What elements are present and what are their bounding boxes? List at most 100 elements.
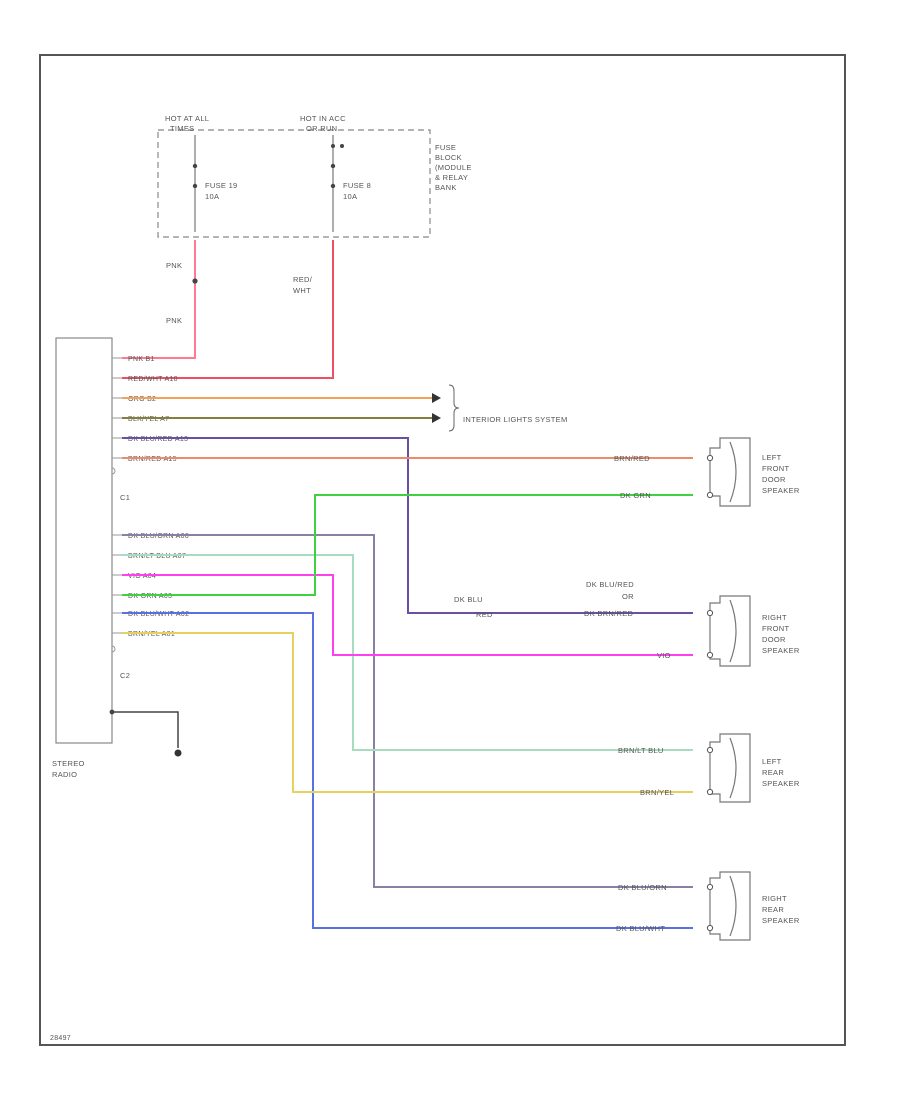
speaker-terminal-plus — [706, 883, 714, 891]
fuse-block-label-3: (MODULE — [435, 163, 472, 172]
speaker-name-line1: RIGHT — [762, 894, 787, 903]
connector-c1-label: C1 — [120, 493, 130, 502]
ground-junction — [109, 709, 115, 715]
speaker-terminal-minus — [706, 491, 714, 499]
fuse2-rating: 10A — [343, 192, 357, 201]
right-rear-speaker: RIGHT REAR SPEAKER — [706, 871, 800, 941]
radio-label-2: RADIO — [52, 770, 77, 779]
c1-pin-2-label: RED/WHT A10 — [128, 376, 178, 383]
fuse1-terminal-top — [192, 163, 198, 169]
c1-pin-3-label: ORG B2 — [128, 396, 156, 403]
c2-pin-4-label: DK GRN A03 — [128, 593, 172, 600]
fuse1-label: FUSE 19 — [205, 181, 238, 190]
hot-at-all-times-line1: HOT AT ALL — [165, 114, 209, 123]
wire-dk-grn — [122, 494, 693, 596]
fuse-block-label-2: BLOCK — [435, 153, 462, 162]
hot-in-acc-line1: HOT IN ACC — [300, 114, 346, 123]
fuse2-terminal-b — [340, 144, 344, 148]
speaker-cone-icon — [729, 737, 737, 799]
speaker-terminal-minus — [706, 651, 714, 659]
c1-pin-6-label: BRN/RED A15 — [128, 456, 177, 463]
c2-pin-3-label: VIO A04 — [128, 573, 156, 580]
rr-wire1-label: DK BLU/ORN — [618, 883, 667, 892]
ground-wire — [112, 711, 179, 748]
wire-pnk-feed — [122, 240, 196, 359]
connector-c2-label: C2 — [120, 671, 130, 680]
c2-connector-arc — [111, 645, 116, 653]
fuse1-terminal-bottom — [192, 183, 198, 189]
c1-connector-arc — [111, 467, 116, 475]
speaker-icon — [709, 437, 751, 507]
ground-icon — [174, 749, 182, 757]
fuse-block-outline — [157, 129, 431, 238]
fuse1-rating: 10A — [205, 192, 219, 201]
interior-lights-label: INTERIOR LIGHTS SYSTEM — [463, 415, 568, 424]
fuse2-label: FUSE 8 — [343, 181, 371, 190]
speaker-name-line1: LEFT — [762, 757, 782, 766]
wire-dk-blu-orn — [122, 534, 693, 888]
speaker-name-line2: REAR — [762, 768, 784, 777]
speaker-cone-icon — [729, 875, 737, 937]
wire-dk-blu-red — [122, 437, 693, 614]
fuse-block-label-5: BANK — [435, 183, 457, 192]
c1-pin-4-label: BLK/YEL A7 — [128, 416, 169, 423]
c2-pin-6-label: BRN/YEL A01 — [128, 631, 175, 638]
hot-in-acc-line2: OR RUN — [306, 124, 337, 133]
speaker-name-line2: FRONT — [762, 624, 789, 633]
lf-wire1-label: BRN/RED — [614, 454, 650, 463]
splice-right-label-1: DK BLU/RED — [586, 580, 634, 589]
red-wht-label-2: WHT — [293, 286, 311, 295]
fuse2-terminal-top — [330, 163, 336, 169]
hot-at-all-times-line2: TIMES — [170, 124, 194, 133]
speaker-name-line3: DOOR — [762, 475, 786, 484]
c2-pin-1-label: DK BLU/ORN A06 — [128, 533, 189, 540]
footer-code: 28497 — [50, 1035, 71, 1042]
rf-wire2-label: VIO — [657, 651, 671, 660]
speaker-name-line2: REAR — [762, 905, 784, 914]
wire-dk-blu-wht — [122, 612, 693, 929]
speaker-icon — [709, 733, 751, 803]
org-arrow-icon — [432, 393, 441, 403]
blk-yel-arrow-icon — [432, 413, 441, 423]
lf-wire2-label: DK GRN — [620, 491, 651, 500]
wire-vio — [122, 574, 693, 656]
splice-right-label-2: OR — [622, 592, 634, 601]
splice-left-label-1: DK BLU — [454, 595, 483, 604]
speaker-terminal-plus — [706, 746, 714, 754]
c1-pin-5-label: DK BLU/RED A13 — [128, 436, 188, 443]
fuse-block-label-1: FUSE — [435, 143, 456, 152]
lr-wire2-label: BRN/YEL — [640, 788, 674, 797]
stereo-radio-body — [55, 337, 113, 744]
speaker-name-line3: SPEAKER — [762, 779, 800, 788]
c2-pin-2-label: BRN/LT BLU A07 — [128, 553, 186, 560]
speaker-name-line1: LEFT — [762, 453, 782, 462]
red-wht-label-1: RED/ — [293, 275, 313, 284]
diagram-frame — [39, 54, 846, 1046]
radio-pin-stubs — [112, 357, 122, 634]
pnk-splice-dot — [192, 278, 198, 284]
wire-brn-lt-blu — [122, 554, 693, 751]
speaker-name-line4: SPEAKER — [762, 646, 800, 655]
speaker-name-line2: FRONT — [762, 464, 789, 473]
speaker-name-line1: RIGHT — [762, 613, 787, 622]
speaker-name-line3: DOOR — [762, 635, 786, 644]
speaker-terminal-minus — [706, 924, 714, 932]
speaker-terminal-plus — [706, 609, 714, 617]
speaker-name-line3: SPEAKER — [762, 916, 800, 925]
wire-red-wht-feed — [122, 240, 334, 379]
pnk-label-bottom: PNK — [166, 316, 182, 325]
fuse2-terminal-a — [331, 144, 335, 148]
speaker-terminal-plus — [706, 454, 714, 462]
speaker-name-line4: SPEAKER — [762, 486, 800, 495]
right-front-speaker: RIGHT FRONT DOOR SPEAKER — [706, 595, 800, 667]
interior-lights-brace — [448, 384, 460, 432]
rr-wire2-label: DK BLU/WHT — [616, 924, 665, 933]
left-front-speaker: LEFT FRONT DOOR SPEAKER — [706, 437, 800, 507]
pnk-label-top: PNK — [166, 261, 182, 270]
speaker-cone-icon — [729, 599, 737, 663]
radio-label-1: STEREO — [52, 759, 85, 768]
wire-brn-yel — [122, 632, 693, 793]
speaker-terminal-minus — [706, 788, 714, 796]
speaker-cone-icon — [729, 441, 737, 503]
